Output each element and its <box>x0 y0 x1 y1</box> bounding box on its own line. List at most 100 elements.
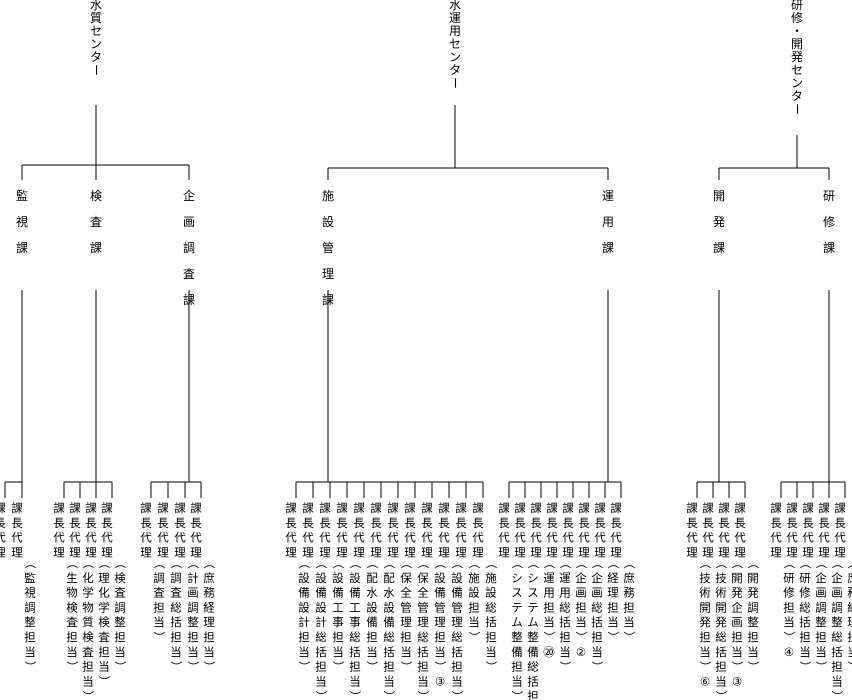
svg-text:全: 全 <box>400 586 412 600</box>
svg-text:）: ） <box>81 690 95 700</box>
svg-text:企: 企 <box>575 571 587 585</box>
svg-text:担: 担 <box>366 630 378 644</box>
svg-text:企: 企 <box>183 188 195 203</box>
svg-text:当: 当 <box>607 615 619 629</box>
svg-text:（: （ <box>202 557 216 569</box>
staff-role: 課長代理課長代理 <box>718 501 730 559</box>
svg-text:理: 理 <box>101 545 113 559</box>
svg-text:査: 査 <box>114 586 126 600</box>
svg-text:課: 課 <box>786 501 798 515</box>
svg-text:企: 企 <box>731 600 743 614</box>
svg-text:当: 当 <box>66 645 78 659</box>
svg-text:長: 長 <box>11 516 23 530</box>
svg-text:設: 設 <box>383 600 395 614</box>
svg-text:務: 務 <box>847 586 852 600</box>
svg-text:理: 理 <box>455 545 467 559</box>
svg-text:担: 担 <box>82 660 94 674</box>
svg-text:代: 代 <box>404 531 416 545</box>
svg-text:経: 経 <box>203 600 215 614</box>
svg-text:課: 課 <box>734 501 746 515</box>
svg-text:当: 当 <box>815 645 827 659</box>
svg-text:当: 当 <box>349 674 361 688</box>
svg-text:長: 長 <box>818 516 830 530</box>
staff-role: 課長代理課長代理 <box>472 501 484 559</box>
svg-text:担: 担 <box>451 660 463 674</box>
svg-text:理: 理 <box>434 615 446 629</box>
svg-text:備: 備 <box>315 586 327 600</box>
svg-text:設: 設 <box>434 571 446 585</box>
svg-text:用: 用 <box>543 586 555 600</box>
svg-text:長: 長 <box>472 516 484 530</box>
section-name: 企画調査課企画調査課 <box>183 188 195 307</box>
svg-text:課: 課 <box>546 501 558 515</box>
svg-text:開: 開 <box>731 571 743 585</box>
svg-text:当: 当 <box>417 674 429 688</box>
svg-text:課: 課 <box>455 501 467 515</box>
svg-text:担: 担 <box>153 600 165 614</box>
svg-text:括: 括 <box>831 645 843 659</box>
svg-text:代: 代 <box>818 531 830 545</box>
svg-text:ス: ス <box>527 586 539 600</box>
svg-text:課: 課 <box>319 501 331 515</box>
svg-text:調: 調 <box>831 600 843 614</box>
svg-text:開: 開 <box>715 600 727 614</box>
svg-text:課: 課 <box>578 501 590 515</box>
svg-text:備: 備 <box>383 615 395 629</box>
staff-role: 課長代理課長代理 <box>174 501 186 559</box>
svg-text:）: ） <box>510 690 524 700</box>
svg-text:設: 設 <box>366 600 378 614</box>
svg-text:設: 設 <box>349 571 361 585</box>
staff-role: 課長代理課長代理 <box>455 501 467 559</box>
svg-text:物: 物 <box>66 586 78 600</box>
svg-text:代: 代 <box>594 531 606 545</box>
svg-text:（: （ <box>314 557 328 569</box>
svg-text:理: 理 <box>417 615 429 629</box>
svg-text:担: 担 <box>783 600 795 614</box>
svg-text:（: （ <box>798 557 812 569</box>
svg-text:質: 質 <box>82 615 94 629</box>
svg-text:術: 術 <box>715 586 727 600</box>
svg-text:代: 代 <box>302 531 314 545</box>
svg-text:経: 経 <box>847 600 852 614</box>
svg-text:）: ） <box>714 690 728 700</box>
svg-text:担: 担 <box>98 645 110 659</box>
svg-text:長: 長 <box>140 516 152 530</box>
svg-text:課: 課 <box>387 501 399 515</box>
svg-text:課: 課 <box>472 501 484 515</box>
svg-text:監: 監 <box>16 188 28 203</box>
svg-text:課: 課 <box>602 240 614 255</box>
svg-text:用: 用 <box>559 586 571 600</box>
svg-text:課: 課 <box>285 501 297 515</box>
svg-text:括: 括 <box>315 645 327 659</box>
svg-text:当: 当 <box>799 645 811 659</box>
staff-role: 課長代理課長代理 <box>530 501 542 559</box>
svg-text:生: 生 <box>66 571 78 585</box>
svg-text:理: 理 <box>370 545 382 559</box>
staff-role: 課長代理課長代理 <box>438 501 450 559</box>
svg-text:③: ③ <box>435 674 445 688</box>
svg-text:③: ③ <box>732 674 742 688</box>
center-name: 水質センター水質センター <box>89 0 103 76</box>
svg-text:管: 管 <box>434 600 446 614</box>
svg-text:理: 理 <box>85 545 97 559</box>
svg-text:長: 長 <box>336 516 348 530</box>
svg-text:理: 理 <box>322 267 334 281</box>
svg-text:）: ） <box>97 676 111 688</box>
svg-text:長: 長 <box>770 516 782 530</box>
svg-text:設: 設 <box>315 571 327 585</box>
svg-text:企: 企 <box>815 571 827 585</box>
svg-text:当: 当 <box>451 674 463 688</box>
staff-role: 課長代理課長代理 <box>140 501 152 559</box>
svg-text:ー: ー <box>790 103 804 115</box>
svg-text:理: 理 <box>530 545 542 559</box>
svg-text:担: 担 <box>298 630 310 644</box>
svg-text:長: 長 <box>101 516 113 530</box>
svg-text:担: 担 <box>383 660 395 674</box>
svg-text:長: 長 <box>530 516 542 530</box>
svg-text:課: 課 <box>302 501 314 515</box>
